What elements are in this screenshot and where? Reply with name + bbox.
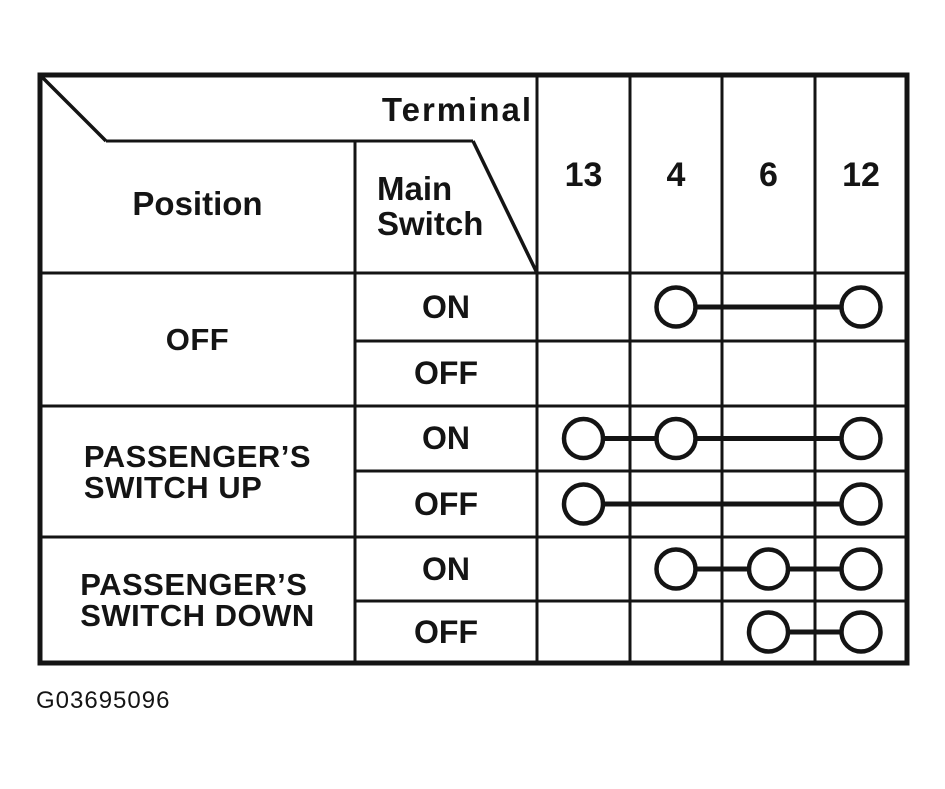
- main-switch-state-label: OFF: [414, 355, 478, 391]
- table-border: [37, 72, 910, 666]
- position-label-text: PASSENGER’S SWITCH UP: [83, 438, 312, 505]
- terminal-contact-circle: [839, 482, 883, 526]
- terminal-contact-circle: [654, 285, 698, 329]
- main-switch-state-label: ON: [422, 288, 470, 325]
- position-label: PASSENGER’S SWITCH DOWN: [42, 537, 353, 663]
- terminal-number-6: 6: [759, 156, 778, 194]
- terminal-contact-circle: [839, 547, 883, 591]
- terminal-header-label: Terminal: [381, 91, 533, 128]
- terminal-number-12: 12: [842, 156, 880, 194]
- position-header-label: Position: [132, 185, 263, 222]
- terminal-contact-circle: [561, 416, 606, 461]
- position-label: OFF: [42, 273, 353, 406]
- terminal-contact-circle: [839, 610, 883, 654]
- terminal-number-13: 13: [564, 156, 603, 194]
- terminal-number-4: 4: [666, 156, 686, 194]
- figure-id-caption: G03695096: [36, 687, 171, 714]
- position-label-text: PASSENGER’S SWITCH DOWN: [80, 567, 315, 633]
- main-switch-state-label: ON: [422, 550, 470, 587]
- main-switch-state-label: OFF: [414, 613, 478, 650]
- main-switch-state-label: OFF: [414, 485, 478, 522]
- terminal-contact-circle: [839, 285, 883, 329]
- terminal-contact-circle: [746, 610, 791, 654]
- header-diagonal-upper: [38, 73, 108, 143]
- terminal-contact-circle: [746, 547, 791, 591]
- main-switch-header-label: Main Switch: [377, 170, 484, 242]
- header-diagonal-lower: [471, 140, 539, 274]
- terminal-contact-circle: [561, 482, 606, 526]
- main-switch-state-label: ON: [422, 420, 470, 456]
- terminal-contact-circle: [654, 416, 698, 461]
- position-label: PASSENGER’S SWITCH UP: [42, 406, 353, 537]
- terminal-contact-circle: [654, 547, 698, 591]
- position-label-text: OFF: [165, 322, 230, 357]
- terminal-contact-circle: [839, 416, 883, 461]
